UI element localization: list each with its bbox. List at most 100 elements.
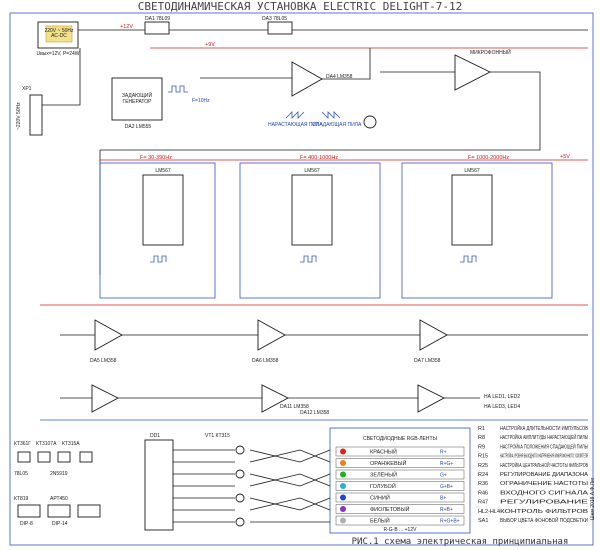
opamp-da4-label: DA4 LM358 — [326, 74, 353, 80]
legend-text: НАСТРОЙКА УРОВНЯ ВЫХОДНОГО НАПРЯЖЕНИЯ МИ… — [500, 452, 588, 460]
saw-rise-label: НАРАСТАЮЩАЯ ПИЛА — [268, 122, 323, 128]
connector-label: XP1 — [22, 86, 32, 92]
saw-fall-wave — [321, 111, 341, 119]
led-tag: R+ — [440, 450, 447, 456]
legend-text: НАСТРОЙКА ЦЕНТРАЛЬНОЙ ЧАСТОТЫ ФИЛЬТРОВ — [500, 461, 588, 469]
led-tag: G+ — [440, 473, 447, 479]
legend-text: НАСТРОЙКА АМПЛИТУДЫ НАРАСТАЮЩЕЙ ПИЛЫ — [500, 433, 588, 441]
led-row: КРАСНЫЙ R+ — [335, 446, 465, 457]
led-tag: B+ — [440, 496, 446, 502]
opamp-da7 — [257, 319, 286, 351]
legend-ref: R25 — [478, 463, 488, 469]
opamp-da8-label: DA7 LM358 — [414, 358, 441, 364]
led-row: СИНИЙ B+ — [335, 492, 465, 503]
rail-label-5v: +5V — [560, 154, 570, 160]
pkg-0: КТ361Г — [14, 441, 31, 447]
pkg-7: DIP-8 — [20, 521, 33, 527]
led-strip-box — [329, 427, 471, 534]
out-label-2: НА LED3, LED4 — [484, 404, 520, 410]
adapter-label-bg — [45, 25, 73, 43]
pkg-3: 78L05 — [14, 471, 28, 477]
rail-label-12v: +12V — [120, 24, 133, 30]
generator-label: DA2 LM555 — [125, 124, 152, 130]
mains-label: ~220V 50Hz — [16, 102, 22, 130]
legend-ref: R36 — [478, 481, 488, 487]
pkg-6: АРТ450 — [50, 496, 68, 502]
figure-caption: РИС.1 схема электрическая принципиальная — [352, 537, 569, 547]
pll-3-range: F= 1000-2000Hz — [468, 155, 509, 161]
opamp-da7-label: DA6 LM358 — [252, 358, 279, 364]
pkg-5: КТ819 — [14, 496, 29, 502]
generator-line-1: ЗАДАЮЩИЙ — [122, 91, 153, 99]
reg-da3 — [267, 21, 293, 35]
freq-label: F=10Hz — [192, 98, 210, 104]
pkg-1: КТ3107А — [36, 441, 57, 447]
opamp-da5 — [454, 54, 492, 91]
led-dot — [340, 517, 346, 524]
adapter-line-2: AC-DC — [51, 33, 67, 39]
wire-mains — [42, 48, 81, 106]
legend-ref: SA1 — [478, 518, 488, 524]
legend-ref: R24 — [478, 472, 488, 478]
legend-text: НАСТРОЙКА ПОЛОЖЕНИЯ СПАДАЮЩЕЙ ПИЛЫ — [500, 442, 588, 450]
pll-1-label: LM567 — [155, 168, 171, 174]
legend-ref: R8 — [478, 435, 485, 441]
pll-2-range: F= 400-1000Hz — [300, 155, 338, 161]
package-glyphs: КТ361Г КТ3107А КТ315А 78L05 2N5919 КТ819… — [14, 441, 101, 527]
opamp-da4 — [291, 61, 323, 97]
legend-ref: R1 — [478, 426, 485, 432]
opamp-da12 — [261, 384, 289, 413]
generator-line-2: ГЕНЕРАТОР — [123, 99, 153, 105]
legend-text: РЕГУЛИРОВАНИЕ ДИАПАЗОНА — [500, 472, 588, 478]
led-dot — [340, 506, 346, 512]
led-dot — [340, 471, 346, 478]
led-name: ГОЛУБОЙ — [370, 482, 396, 490]
pll-block-1: LM567 F= 30-390Hz — [99, 155, 216, 299]
opamp-da6 — [94, 319, 123, 351]
legend-ref: R15 — [478, 454, 488, 460]
led-row: ОРАНЖЕВЫЙ R+G+ — [335, 458, 465, 468]
pll-3-label: LM567 — [464, 168, 480, 174]
pll-1-range: F= 30-390Hz — [140, 155, 172, 161]
legend-ref: HL2-HL4 — [478, 509, 500, 515]
led-tag: G+B+ — [440, 484, 453, 490]
led-tag: R+G+ — [440, 461, 453, 467]
led-name: ОРАНЖЕВЫЙ — [370, 459, 407, 467]
pkg-2: КТ315А — [62, 441, 80, 447]
pll-block-3: LM567 F= 1000-2000Hz — [401, 155, 553, 299]
legend-text: ВЫБОР ЦВЕТА ФОНОВОЙ ПОДСВЕТКИ — [500, 516, 588, 524]
saw-fall-label: СПАДАЮЩАЯ ПИЛА — [312, 122, 362, 128]
generator-ic — [111, 77, 163, 121]
led-name: СИНИЙ — [370, 494, 390, 502]
legend-text: ОГРАНИЧЕНИЕ НАСТОТЫ — [500, 481, 588, 487]
legend-ref: R46 — [478, 490, 488, 496]
pkg-8: DIP-14 — [52, 521, 68, 527]
legend-ref: R47 — [478, 500, 488, 506]
rail-label-9v: +9V — [205, 42, 215, 48]
reg-da3-label: DA3 78L05 — [262, 16, 287, 22]
wire-mic-out — [100, 71, 541, 151]
led-name: КРАСНЫЙ — [370, 448, 397, 456]
page-title: СВЕТОДИНАМИЧЕСКАЯ УСТАНОВКА ELECTRIC DEL… — [138, 0, 463, 13]
legend-text: КОНТРОЛЬ ФИЛЬТРОВ — [500, 509, 588, 515]
microphone — [363, 115, 377, 129]
led-name: ЗЕЛЁНЫЙ — [370, 471, 397, 479]
led-dot — [340, 483, 346, 489]
led-row: ГОЛУБОЙ G+B+ — [335, 481, 465, 491]
opamp-da12-label: DA11 LM358 — [280, 404, 309, 410]
led-name: БЕЛЫЙ — [370, 517, 390, 525]
led-dot — [340, 460, 346, 466]
reg-da1 — [144, 21, 170, 35]
pll-2-label: LM567 — [304, 168, 320, 174]
led-row: ЗЕЛЁНЫЙ G+ — [335, 469, 465, 480]
led-footer: R-G-B ... +12V — [384, 527, 418, 533]
adapter-line-3: Uвых=12V, P=24W — [36, 51, 79, 57]
counter-label: DD1 — [150, 433, 160, 439]
square-wave — [168, 85, 188, 93]
legend-ref: R9 — [478, 444, 485, 450]
connector-xp1 — [29, 94, 43, 136]
